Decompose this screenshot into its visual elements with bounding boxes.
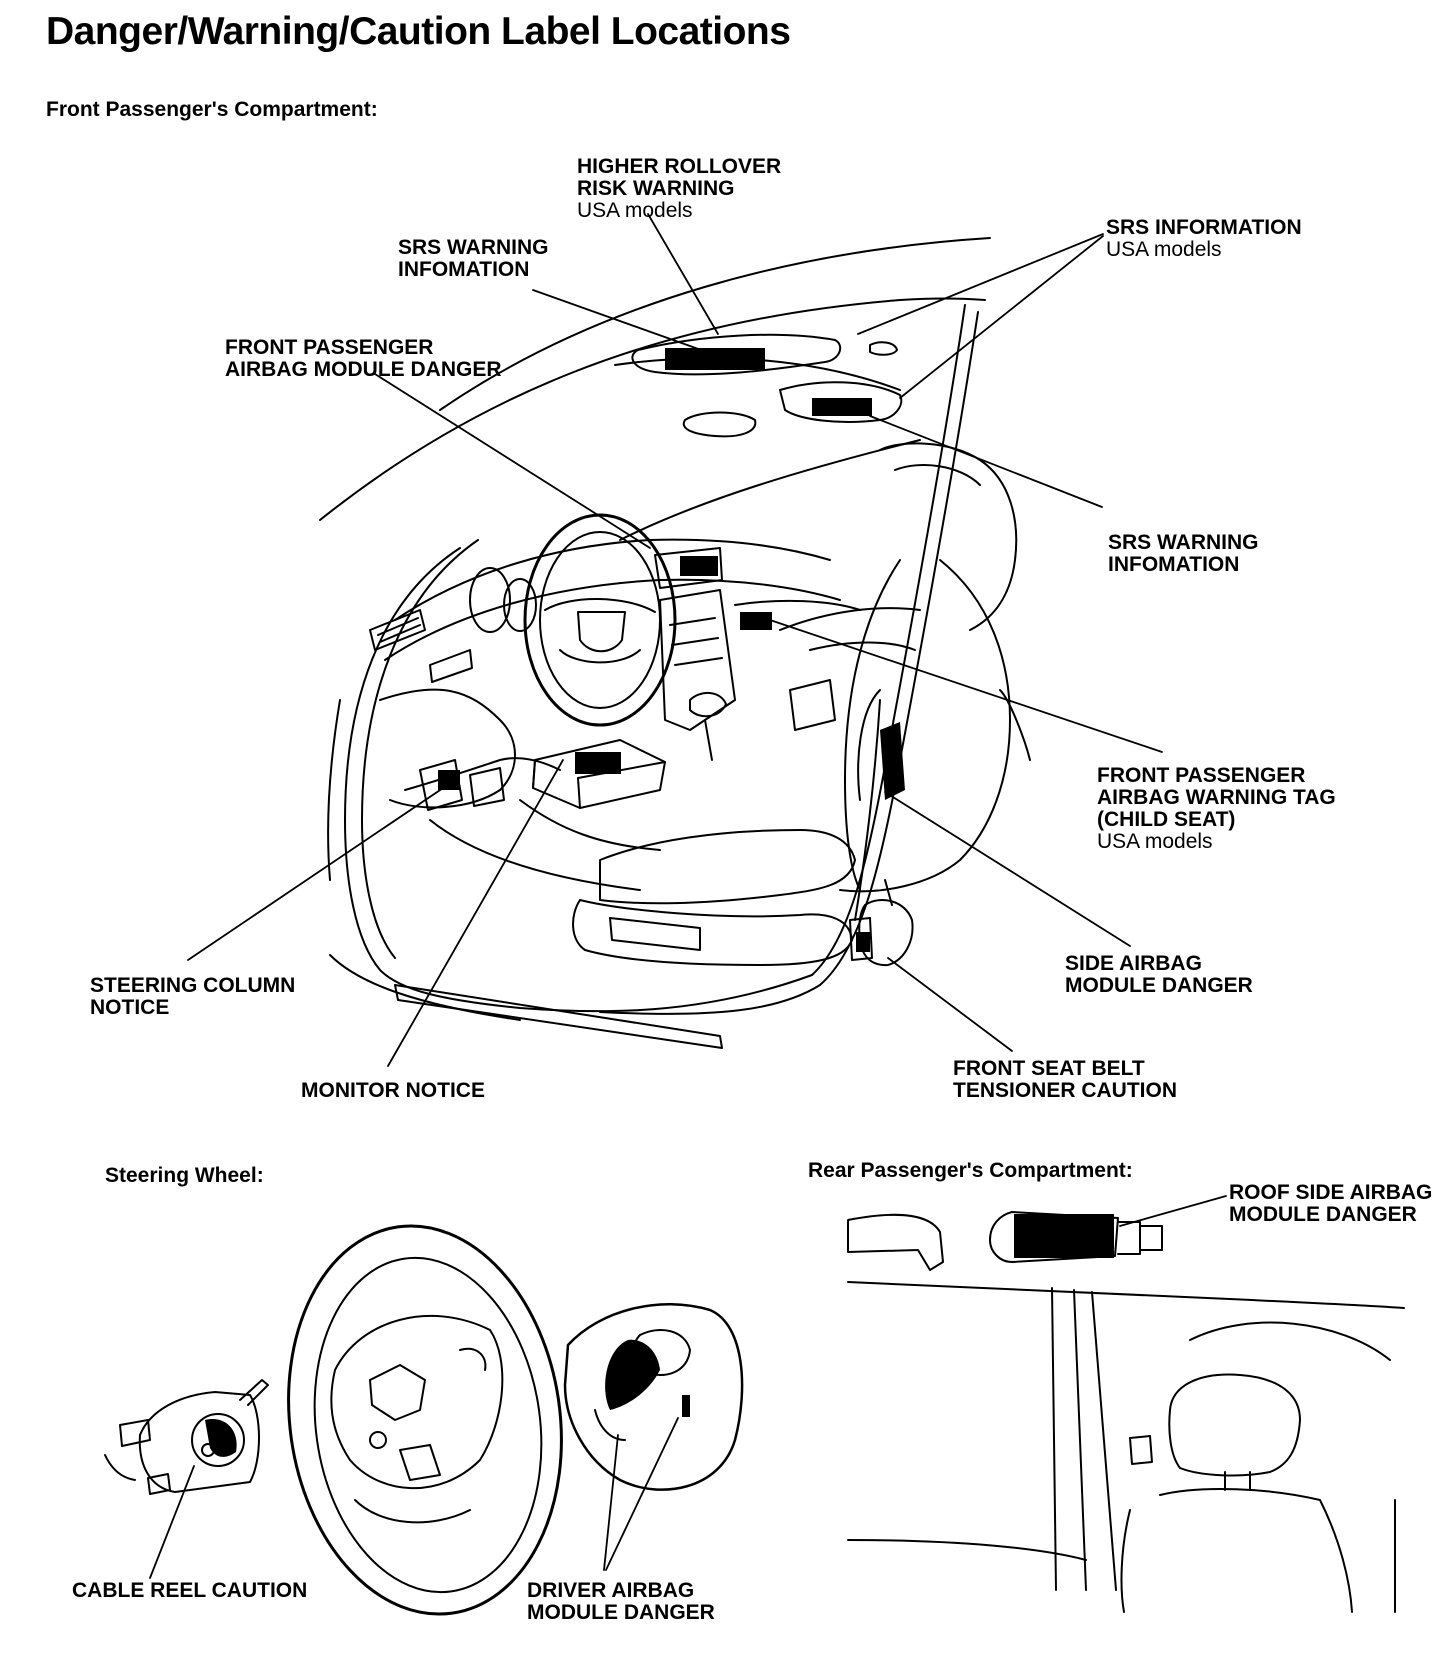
- steering-wheel-illustration: [105, 1208, 742, 1632]
- label-srs-warning-right: SRS WARNING INFOMATION: [1108, 531, 1259, 576]
- section-front-passenger: Front Passenger's Compartment:: [46, 98, 378, 121]
- label-side-airbag-danger: SIDE AIRBAG MODULE DANGER: [1065, 952, 1253, 997]
- label-front-passenger-airbag-danger: FRONT PASSENGER AIRBAG MODULE DANGER: [225, 336, 502, 381]
- steering-leader-lines: [150, 1418, 678, 1578]
- page-title: Danger/Warning/Caution Label Locations: [46, 10, 791, 53]
- label-rollover-warning: HIGHER ROLLOVER RISK WARNING USA models: [577, 155, 782, 222]
- label-steering-column-notice: STEERING COLUMN NOTICE: [90, 974, 296, 1019]
- label-monitor-notice: MONITOR NOTICE: [301, 1079, 485, 1102]
- label-roof-side-airbag: ROOF SIDE AIRBAG MODULE DANGER: [1229, 1181, 1433, 1226]
- section-steering-wheel: Steering Wheel:: [105, 1164, 264, 1187]
- section-rear-passenger: Rear Passenger's Compartment:: [808, 1159, 1133, 1182]
- front-compartment-illustration: [320, 238, 1030, 1048]
- label-seat-belt-tensioner: FRONT SEAT BELT TENSIONER CAUTION: [953, 1057, 1178, 1102]
- label-driver-airbag-danger: DRIVER AIRBAG MODULE DANGER: [527, 1579, 715, 1624]
- label-srs-information: SRS INFORMATION USA models: [1106, 216, 1302, 261]
- front-leader-lines: [188, 214, 1162, 1066]
- label-cable-reel-caution: CABLE REEL CAUTION: [72, 1579, 308, 1602]
- label-srs-warning-top: SRS WARNING INFOMATION: [398, 236, 549, 281]
- rear-compartment-illustration: [848, 1212, 1404, 1612]
- rear-leader-lines: [1120, 1196, 1226, 1226]
- label-front-passenger-airbag-tag: FRONT PASSENGER AIRBAG WARNING TAG (CHIL…: [1097, 764, 1336, 853]
